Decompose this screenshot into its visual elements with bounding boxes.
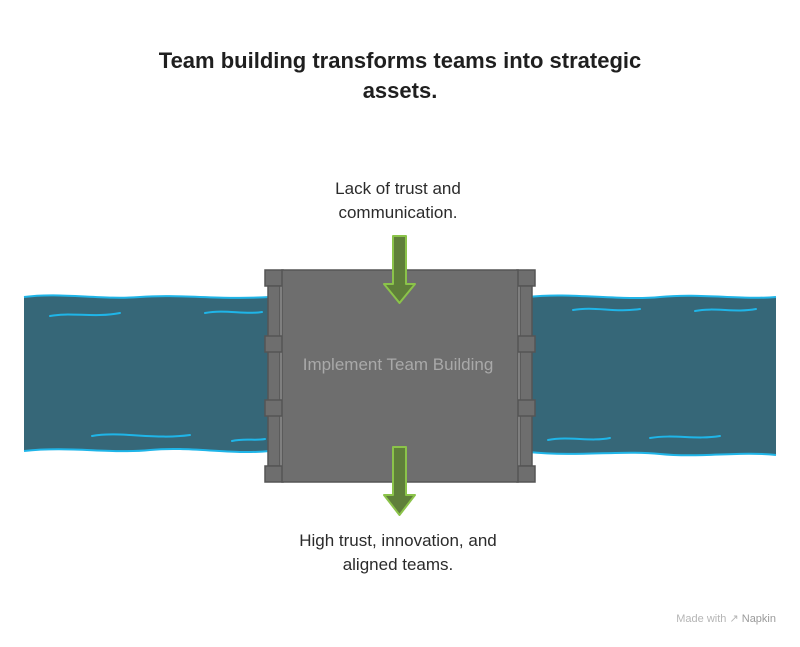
gate-left-post	[264, 269, 284, 483]
left-water-bottom-edge	[23, 447, 271, 454]
napkin-brand: Napkin	[741, 613, 776, 625]
right-ripple	[547, 437, 611, 441]
left-water-top-edge	[23, 294, 271, 299]
input-label: Lack of trust and communication.	[335, 179, 461, 222]
input-arrow	[383, 235, 416, 304]
right-water-bottom-edge	[527, 451, 777, 457]
right-ripple	[572, 307, 641, 312]
gate-label: Implement Team Building	[302, 355, 494, 374]
left-ripple	[49, 312, 121, 317]
made-with-text: Made with	[676, 613, 727, 625]
diagram-title: Team building transforms teams into stra…	[158, 48, 642, 103]
right-ripple	[694, 308, 757, 312]
output-arrow	[383, 446, 416, 516]
gate-right-post	[516, 269, 536, 483]
output-label: High trust, innovation, and aligned team…	[299, 531, 497, 574]
napkin-logo-icon: ↗	[729, 613, 739, 625]
right-ripple	[649, 435, 721, 439]
left-ripple	[231, 438, 266, 442]
left-ripple	[91, 433, 191, 438]
left-ripple	[204, 310, 263, 314]
napkin-credit[interactable]: Made with ↗ Napkin	[676, 612, 776, 625]
right-water-top-edge	[527, 294, 777, 300]
right-water-channel	[528, 295, 776, 456]
left-water-channel	[24, 295, 270, 453]
